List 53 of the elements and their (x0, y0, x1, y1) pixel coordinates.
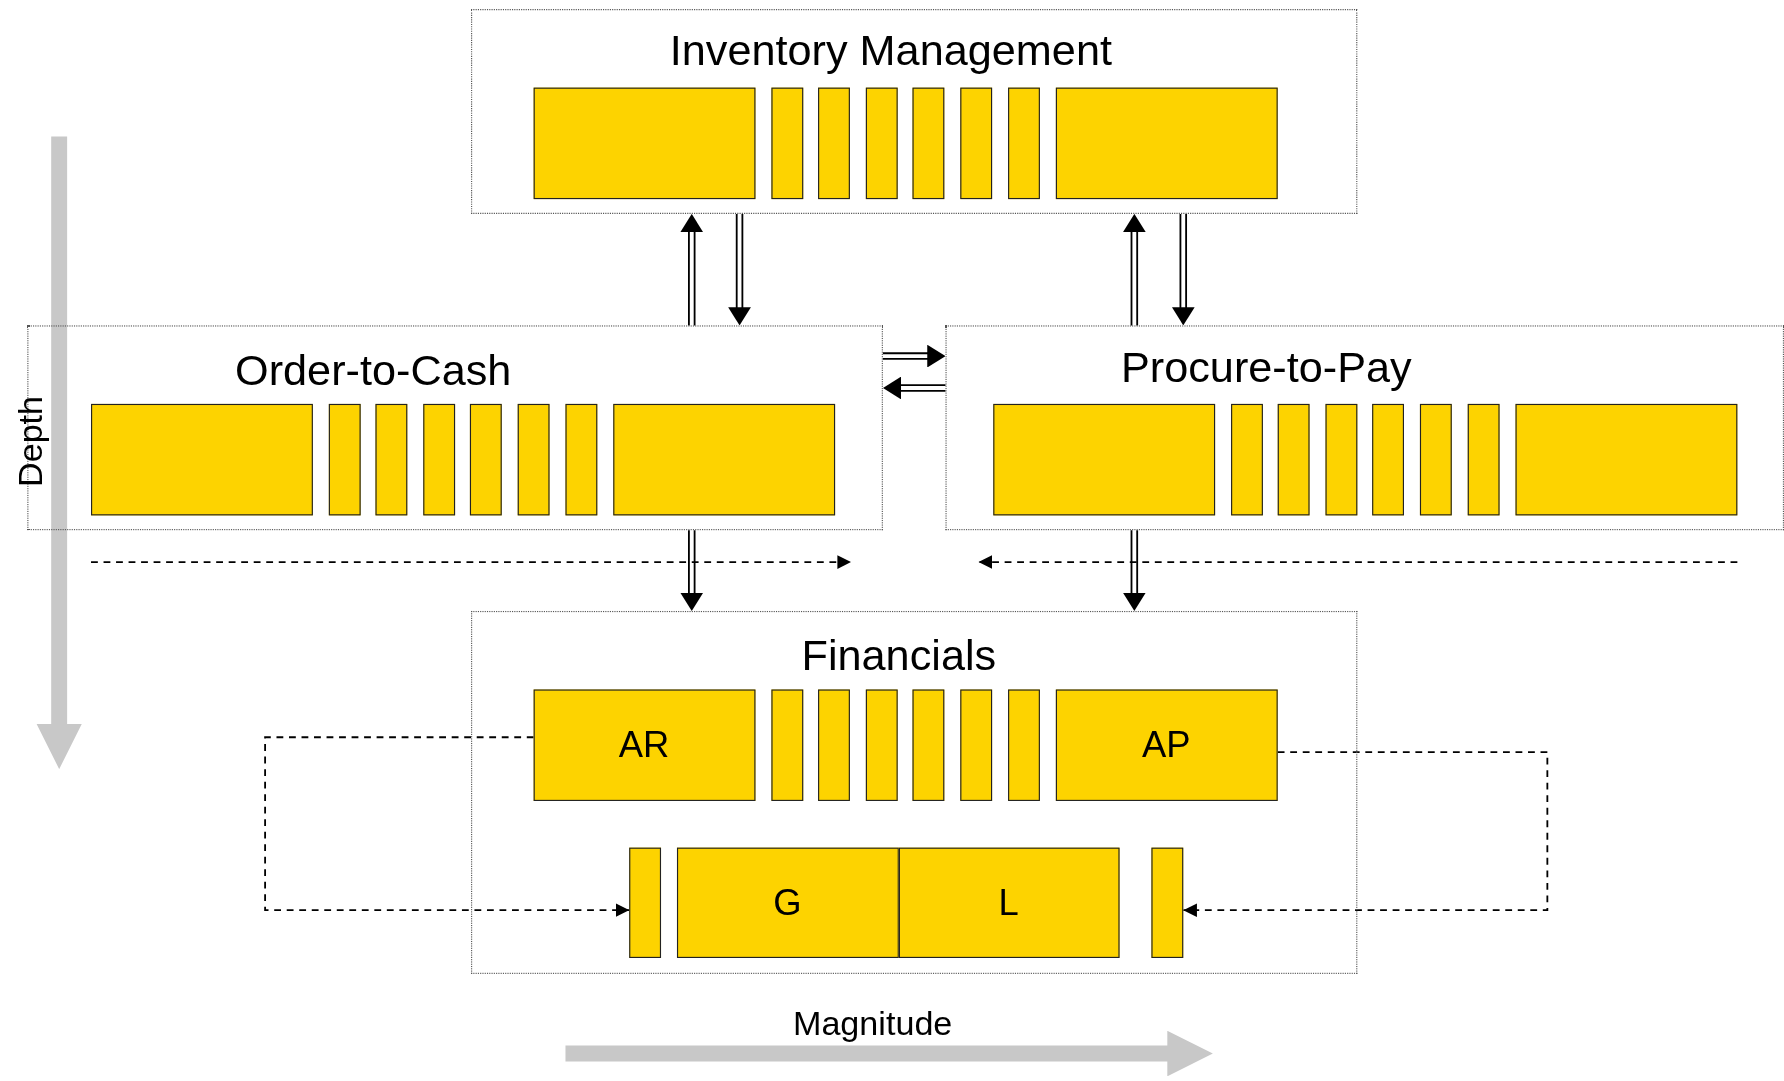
arrow (728, 213, 751, 326)
module-block (1055, 87, 1278, 199)
ledger-block: AP (1055, 688, 1278, 801)
module-block (90, 403, 313, 515)
module-block (992, 403, 1215, 515)
module-block (865, 688, 898, 801)
module-block (375, 403, 408, 515)
module-block (628, 847, 661, 958)
arrow (882, 344, 946, 368)
module-block (960, 688, 992, 801)
arrow (1122, 213, 1146, 327)
axis-label: Magnitude (792, 1004, 953, 1044)
module-block (517, 403, 550, 515)
arrow (1182, 751, 1549, 918)
module-block (1372, 403, 1405, 515)
arrow (882, 376, 947, 400)
arrow (264, 736, 631, 918)
module-block (912, 688, 945, 801)
module-block (1007, 688, 1040, 801)
module-block (865, 87, 898, 199)
arrow (1171, 213, 1195, 326)
module-block (770, 87, 803, 199)
module-block (1419, 403, 1452, 515)
module-block (818, 87, 850, 199)
module-block (328, 403, 361, 515)
module-block (1150, 847, 1183, 958)
arrow (680, 213, 704, 327)
axis-label: Depth (11, 395, 50, 487)
module-block (1277, 403, 1310, 515)
module-block (1007, 87, 1040, 199)
group-title: Procure-to-Pay (1120, 343, 1412, 392)
group-panel (471, 9, 1358, 214)
group-title: Order-to-Cash (235, 346, 512, 396)
module-block (1325, 403, 1357, 515)
arrow (1122, 529, 1146, 611)
ledger-block: AR (533, 688, 755, 801)
module-block (818, 688, 850, 801)
module-block (533, 87, 755, 199)
ledger-block: G (676, 847, 899, 958)
group-title: Inventory Management (669, 26, 1112, 76)
module-block (770, 688, 803, 801)
group-title: Financials (801, 630, 997, 680)
module-block (1514, 403, 1737, 515)
module-block (1467, 403, 1499, 515)
module-block (564, 403, 597, 515)
module-block (422, 403, 455, 515)
module-block (1230, 403, 1263, 515)
module-block (960, 87, 992, 199)
ledger-block: L (898, 847, 1119, 958)
module-block (470, 403, 503, 515)
module-block (912, 87, 945, 199)
module-block (612, 403, 835, 515)
arrow (680, 529, 704, 611)
